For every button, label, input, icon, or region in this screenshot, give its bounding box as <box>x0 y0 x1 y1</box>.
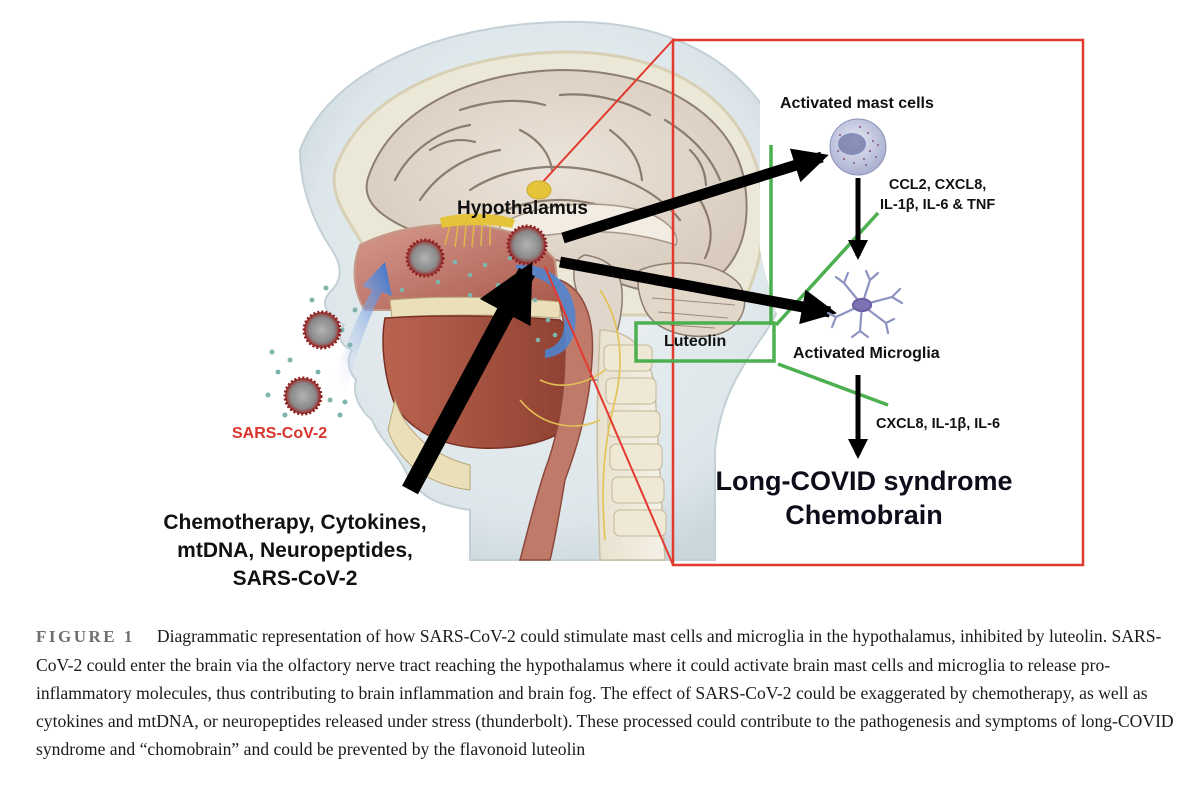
microglia-mediators-label: CXCL8, IL-1β, IL-6 <box>876 416 1001 432</box>
arrow-to-mast-cells <box>561 148 829 244</box>
arrow-triggers-to-hypothalamus <box>402 261 535 495</box>
mast-cell-mediators-line-2: IL-1β, IL-6 & TNF <box>880 197 996 213</box>
figure-artwork <box>265 20 1085 567</box>
triggers-label: Chemotherapy, Cytokines, mtDNA, Neuropep… <box>110 509 480 593</box>
mast-cell-mediators-line-1: CCL2, CXCL8, <box>888 177 987 193</box>
activated-mast-cells-label: Activated mast cells <box>780 95 934 112</box>
olfactory-bulb <box>440 213 515 228</box>
nasopharynx-airflow <box>515 264 576 358</box>
hypothalamus-leader-line <box>539 39 674 186</box>
nerves <box>519 289 621 541</box>
inhaled-airflow-arrow <box>330 262 392 390</box>
highlight-box-leader-bottom <box>544 266 674 566</box>
outcome-label: Long-COVID syndrome Chemobrain <box>688 464 1040 532</box>
hypothalamus-marker <box>526 180 552 200</box>
triggers-line-1: Chemotherapy, Cytokines, <box>163 511 427 534</box>
virus-particle <box>506 224 548 266</box>
inhibition-line-to-microglia-mediators <box>777 362 889 407</box>
brain-gyri <box>393 93 722 260</box>
luteolin-box <box>634 321 776 363</box>
arrow-to-microglia <box>558 256 837 325</box>
figure-illustration: Hypothalamus SARS-CoV-2 Activated mast c… <box>110 20 1085 593</box>
highlight-box <box>671 38 1085 567</box>
mandible <box>387 398 471 491</box>
triggers-line-2: mtDNA, Neuropeptides, <box>177 539 413 562</box>
figure-number: FIGURE 1 <box>36 627 135 646</box>
outcome-line-2: Chemobrain <box>785 500 943 530</box>
luteolin-label: Luteolin <box>664 333 727 350</box>
virus-particles <box>283 224 548 416</box>
triggers-line-3: SARS-CoV-2 <box>232 567 358 590</box>
caption-text: Diagrammatic representation of how SARS-… <box>36 626 1174 759</box>
olfactory-fibers <box>444 224 491 248</box>
virus-particle <box>302 310 342 350</box>
mast-cell-icon <box>829 118 887 176</box>
microglia-icon <box>826 269 904 339</box>
mast-cell-mediators-label: CCL2, CXCL8, IL-1β, IL-6 & TNF <box>880 175 995 215</box>
pharynx <box>519 279 594 561</box>
sars-cov-2-label: SARS-CoV-2 <box>232 425 328 442</box>
activated-microglia-label: Activated Microglia <box>793 345 940 362</box>
virus-particle <box>405 238 445 278</box>
outcome-line-1: Long-COVID syndrome <box>715 466 1013 496</box>
virus-particle <box>283 376 323 416</box>
hypothalamus-label: Hypothalamus <box>457 198 588 219</box>
